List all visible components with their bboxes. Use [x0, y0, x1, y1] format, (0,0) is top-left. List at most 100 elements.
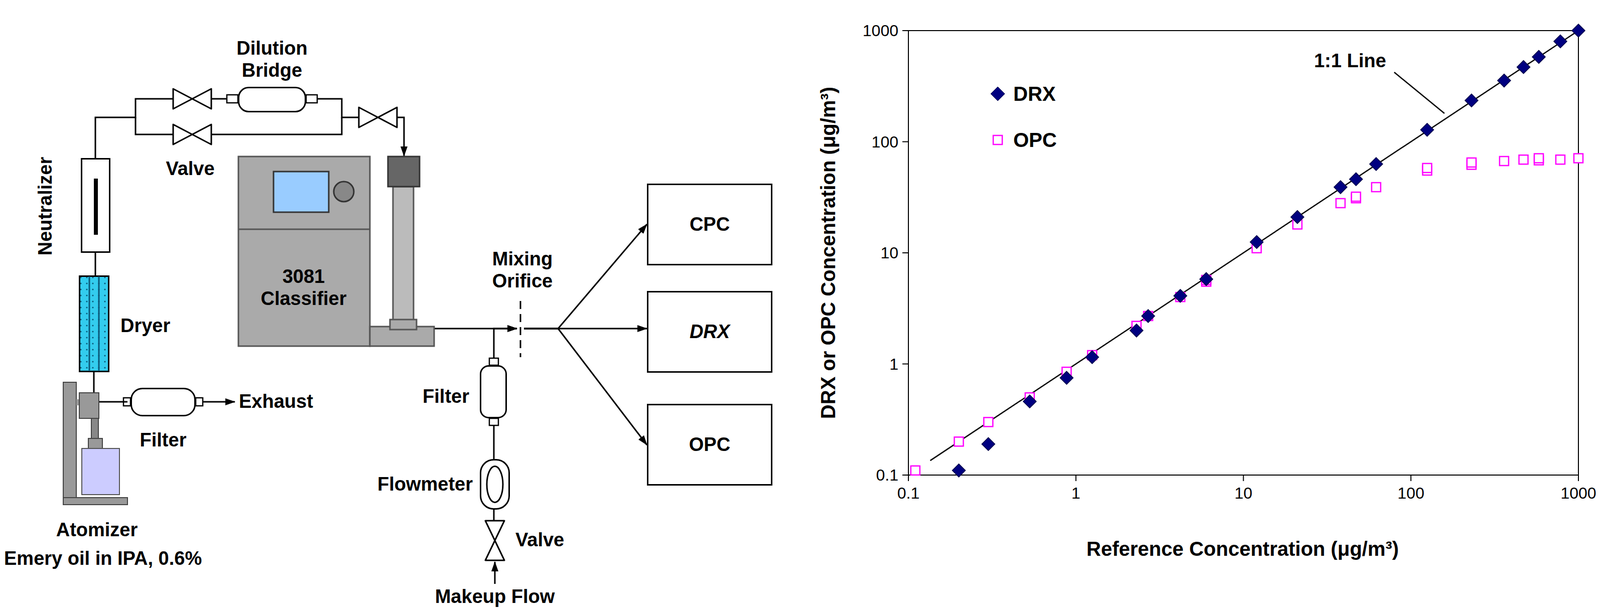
- neutralizer: Neutralizer: [80, 158, 111, 253]
- stand-base: [63, 497, 128, 505]
- drx-point: [1085, 350, 1099, 364]
- legend-marker: [993, 135, 1003, 145]
- neutralizer-body: [81, 159, 110, 253]
- node-label: Dilution Bridge: [211, 37, 333, 82]
- node-shape: [237, 86, 307, 113]
- one-to-one-line: [929, 30, 1579, 461]
- bottle-neck: [88, 438, 103, 449]
- legend-label: DRX: [1013, 82, 1056, 106]
- opc-point: [1336, 198, 1346, 208]
- drx-point: [1250, 235, 1264, 249]
- flowmeter-tube: [486, 466, 503, 503]
- node-label: Valve: [515, 529, 565, 552]
- atomizer-head: [79, 392, 99, 419]
- exhaust-arrow: [202, 401, 235, 404]
- opc-point: [1351, 192, 1361, 202]
- orifice-mark: [519, 301, 522, 358]
- dilution-body: [238, 87, 306, 112]
- drx-point: [1059, 371, 1074, 385]
- dryer: Dryer: [78, 275, 110, 373]
- tick-label: 1000: [1560, 484, 1596, 503]
- node-shape: [63, 382, 128, 505]
- outlet-line: [93, 382, 95, 393]
- flowmeter-body: [480, 460, 510, 510]
- node-label: OPC: [689, 434, 731, 457]
- atomizer-stem: [91, 418, 99, 439]
- tick-label: 100: [1397, 484, 1425, 503]
- y-tick: [902, 474, 909, 476]
- drx-point: [1420, 123, 1434, 137]
- dilution-bridge: Dilution Bridge: [237, 86, 307, 113]
- instrument-box: CPC: [646, 183, 773, 266]
- valve-symbol: [358, 107, 397, 128]
- opc-point: [954, 437, 964, 447]
- annotation: Makeup Flow: [435, 586, 556, 609]
- node-shape: [130, 387, 196, 417]
- dryer-wall: [98, 276, 100, 372]
- dryer-wall: [88, 276, 91, 372]
- opc-point: [983, 417, 993, 427]
- flow-connector: [306, 98, 405, 157]
- drx-point: [1334, 180, 1348, 194]
- connector-stub: [489, 358, 499, 366]
- makeup-flow-arrow: [494, 562, 496, 585]
- classifier-cabinet: [238, 156, 370, 347]
- instrument-box: OPC: [646, 404, 773, 486]
- opc-point: [910, 466, 920, 476]
- drx-point: [1497, 74, 1511, 88]
- node-shape: [237, 156, 435, 347]
- node-label: 3081 Classifier: [243, 265, 364, 310]
- node-label: DRX: [689, 321, 730, 344]
- drx-point: [1023, 394, 1037, 409]
- tick-label: 1: [889, 354, 899, 374]
- filter: Filter: [479, 365, 507, 419]
- cabinet-divider: [238, 228, 370, 231]
- node-label: Filter: [422, 385, 470, 409]
- opc-point: [1555, 155, 1565, 165]
- opc-point: [1499, 156, 1509, 166]
- control-knob: [333, 181, 354, 202]
- connector-stub: [226, 94, 238, 103]
- column-foot: [389, 319, 417, 330]
- tick-label: 1: [1071, 484, 1081, 503]
- connector-stub: [195, 397, 203, 407]
- drx-point: [1173, 289, 1187, 303]
- node-label: CPC: [689, 213, 730, 236]
- axis-title: Reference Concentration (μg/m³): [1086, 537, 1399, 561]
- opc-point: [1467, 158, 1477, 168]
- annotation: Exhaust: [238, 390, 314, 414]
- drx-point: [1464, 93, 1479, 107]
- node-shape: [78, 275, 110, 373]
- drx-point: [1349, 172, 1363, 186]
- axis-title: DRX or OPC Concentration (μg/m³): [816, 86, 840, 420]
- y-tick: [902, 141, 909, 143]
- classifier: 3081 Classifier: [237, 156, 435, 347]
- node-label: Flowmeter: [377, 473, 473, 496]
- annotation: Valve: [165, 158, 215, 181]
- drx-point: [952, 464, 966, 478]
- tick-label: 10: [880, 243, 899, 263]
- drx-point: [1129, 324, 1143, 338]
- drx-point: [1532, 50, 1546, 64]
- y-tick: [902, 252, 909, 254]
- node-shape: [80, 158, 111, 253]
- drx-point: [1290, 210, 1304, 224]
- tick-label: 100: [871, 132, 899, 152]
- node-label: Neutralizer: [34, 157, 57, 256]
- legend-label: OPC: [1013, 128, 1057, 152]
- tick-label: 10: [1234, 484, 1253, 503]
- filter-body: [480, 366, 507, 419]
- node-label: Mixing Orifice: [462, 248, 583, 293]
- y-tick: [902, 363, 909, 365]
- x-tick: [1577, 475, 1579, 482]
- node-shape: [479, 365, 507, 419]
- x-tick: [1243, 475, 1245, 482]
- drx-point: [1369, 157, 1383, 171]
- valve-symbol: [173, 88, 212, 109]
- node-shape: [479, 459, 510, 510]
- flow-connector: [493, 509, 495, 521]
- tick-label: 0.1: [876, 466, 899, 485]
- exhaust-line: [98, 401, 128, 404]
- x-tick: [1410, 475, 1412, 482]
- tick-label: 1000: [862, 21, 899, 41]
